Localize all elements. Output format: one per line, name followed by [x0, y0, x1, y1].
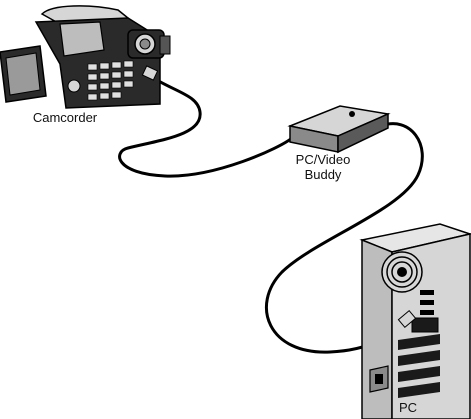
- pc-tower-icon: [359, 223, 471, 419]
- cable-buddy-to-pc: [264, 122, 424, 354]
- usb-adapter-icon: [287, 105, 391, 154]
- cable-camcorder-to-buddy: [118, 74, 294, 178]
- adapter-label-line2: Buddy: [304, 167, 342, 182]
- camcorder-icon: [0, 5, 171, 109]
- adapter-label-line1: PC/Video: [295, 152, 351, 167]
- adapter-label: PC/Video Buddy: [288, 152, 358, 182]
- pc-label: PC: [398, 400, 418, 415]
- camcorder-label: Camcorder: [32, 110, 98, 125]
